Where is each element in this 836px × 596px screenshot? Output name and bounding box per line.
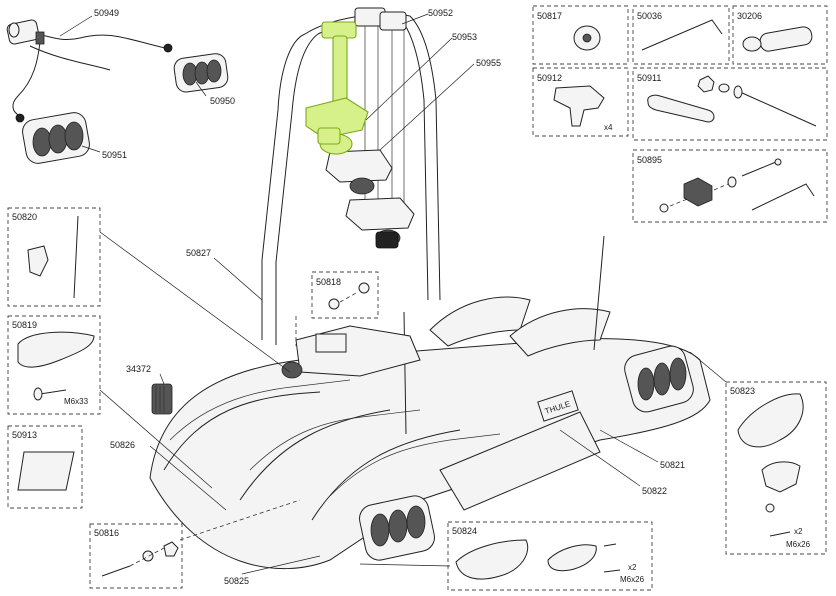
box-50820: [7, 207, 101, 307]
label-50819: 50819: [12, 320, 37, 330]
label-50816: 50816: [94, 528, 119, 538]
box-50036: [632, 5, 730, 65]
coupling-head: [281, 325, 421, 379]
box-30206: [732, 5, 828, 65]
cable-bundle-34372: [151, 383, 173, 415]
left-tail-light: [22, 112, 90, 164]
label-50950: 50950: [210, 96, 235, 106]
label-50821: 50821: [660, 460, 685, 470]
box-50911: [632, 67, 828, 141]
label-50955: 50955: [476, 58, 501, 68]
label-34372: 34372: [126, 364, 151, 374]
label-m6x26-right: M6x26: [786, 540, 811, 549]
label-50912: 50912: [537, 73, 562, 83]
label-50949: 50949: [94, 8, 119, 18]
label-50951: 50951: [102, 150, 127, 160]
box-50817: [532, 5, 629, 65]
label-50895: 50895: [637, 155, 662, 165]
label-50036: 50036: [637, 11, 662, 21]
box-50912: [532, 67, 629, 137]
label-50820: 50820: [12, 212, 37, 222]
rear-lights-main: [359, 345, 694, 561]
box-50895: [632, 149, 828, 223]
box-50823: [725, 381, 827, 555]
label-50953: 50953: [452, 32, 477, 42]
label-50822: 50822: [642, 486, 667, 496]
box-50816: [89, 523, 183, 589]
label-50911: 50911: [637, 73, 661, 83]
wheel-holder-lower: [325, 149, 415, 249]
label-50827: 50827: [186, 248, 211, 258]
wheel-holder-highlighted: [305, 21, 369, 155]
box-50819: [7, 315, 101, 415]
label-x4: x4: [604, 123, 613, 132]
label-30206: 30206: [737, 11, 762, 21]
right-tail-light: [173, 53, 229, 93]
label-50817: 50817: [537, 11, 562, 21]
leader-lines: [59, 13, 727, 575]
wheel-trays: [403, 235, 611, 435]
box-50824: [447, 521, 653, 591]
label-m6x26-bottom: M6x26: [620, 575, 645, 584]
label-50826: 50826: [110, 440, 135, 450]
label-m6x33: M6x33: [64, 397, 89, 406]
label-50913: 50913: [12, 430, 37, 440]
box-50818: [311, 271, 379, 319]
label-x2-right: x2: [794, 527, 803, 536]
label-50824: 50824: [452, 526, 477, 536]
label-50818: 50818: [316, 277, 341, 287]
label-50823: 50823: [730, 386, 755, 396]
label-x2-bottom: x2: [628, 563, 637, 572]
label-50825: 50825: [224, 576, 249, 586]
box-50913: [7, 425, 83, 509]
label-50952: 50952: [428, 8, 453, 18]
wiring-harness: [6, 19, 173, 123]
